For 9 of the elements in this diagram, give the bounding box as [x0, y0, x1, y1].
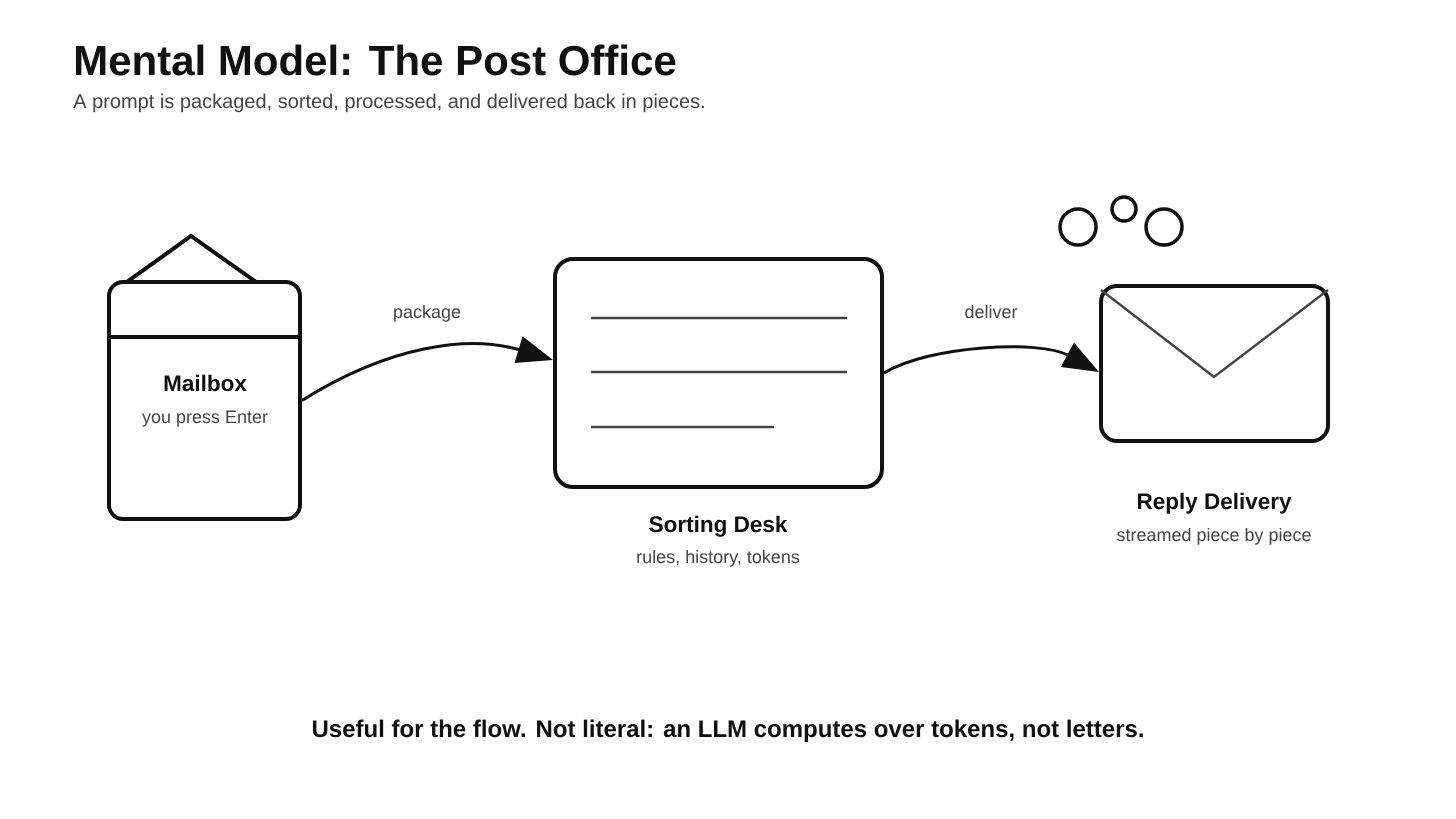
edge-label: package	[391, 302, 464, 324]
title: Mental Model: The Post Office	[76, 44, 676, 76]
node-title: Reply Delivery	[1138, 492, 1292, 514]
edge-label: deliver	[962, 302, 1020, 321]
caption: Useful for the flow. Not literal: an LLM computes over tokens, not letters.	[312, 719, 1143, 742]
node-subtitle: rules, history, tokens	[637, 549, 800, 567]
node-subtitle: streamed piece by piece	[1116, 527, 1311, 545]
node-title: Sorting Desk	[649, 515, 788, 537]
subtitle: A prompt is packaged, sorted, processed, and delivered back in pieces.	[73, 93, 704, 113]
